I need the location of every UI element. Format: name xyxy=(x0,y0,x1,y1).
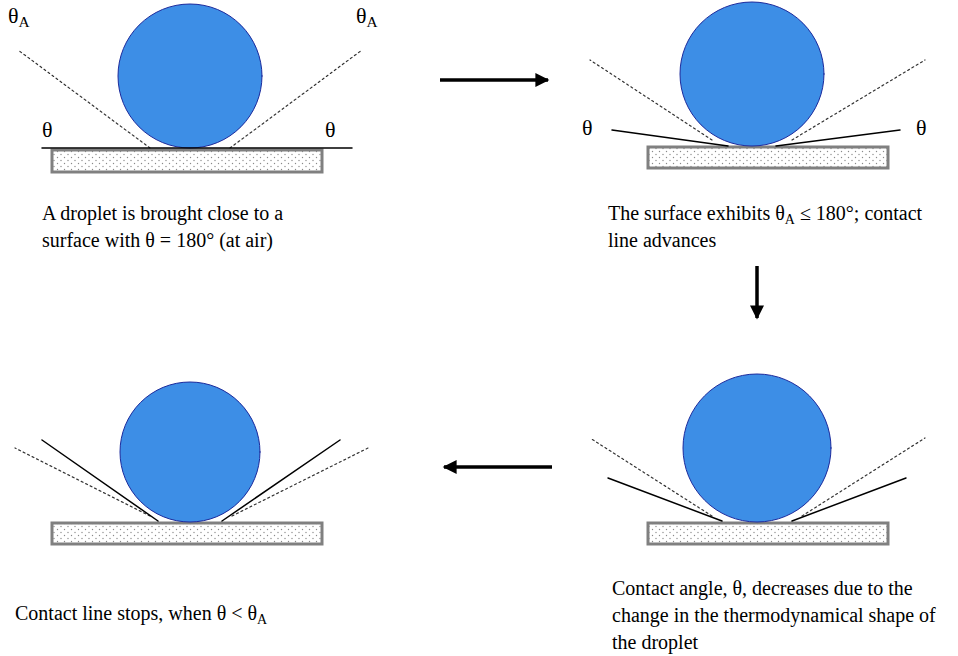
panel: The surface exhibits θA ≤ 180°; contact … xyxy=(560,0,950,262)
droplet xyxy=(120,382,260,522)
angle-label: θ xyxy=(325,118,336,142)
panel: Contact angle, θ, decreases due to the c… xyxy=(560,330,950,656)
droplet xyxy=(680,2,824,146)
substrate xyxy=(52,150,322,172)
substrate xyxy=(648,147,888,168)
angle-label: θA xyxy=(356,4,378,28)
contact-angle-line xyxy=(42,147,352,149)
angle-label: θ xyxy=(916,116,927,140)
contact-angle-line xyxy=(608,478,722,521)
substrate xyxy=(52,523,322,544)
angle-label: θ xyxy=(42,118,53,142)
process-arrow xyxy=(444,465,552,469)
substrate xyxy=(648,523,888,544)
contact-angle-line xyxy=(222,440,340,521)
panel: Contact line stops, when θ < θA xyxy=(5,330,440,652)
contact-angle-line xyxy=(612,130,728,146)
process-arrow xyxy=(755,266,759,318)
droplet xyxy=(118,4,262,148)
panel-caption: The surface exhibits θA ≤ 180°; contact … xyxy=(608,200,928,254)
angle-label: θA xyxy=(8,4,30,28)
contact-angle-line xyxy=(42,440,158,521)
contact-angle-line xyxy=(792,478,906,521)
process-arrow xyxy=(440,78,548,82)
droplet xyxy=(683,374,831,522)
contact-angle-line xyxy=(776,130,900,146)
panel-caption: Contact line stops, when θ < θA xyxy=(15,600,435,627)
panel-caption: Contact angle, θ, decreases due to the c… xyxy=(612,575,942,656)
panel-caption: A droplet is brought close to a surface … xyxy=(42,200,342,254)
angle-label: θ xyxy=(582,116,593,140)
panel: A droplet is brought close to a surface … xyxy=(5,0,430,262)
